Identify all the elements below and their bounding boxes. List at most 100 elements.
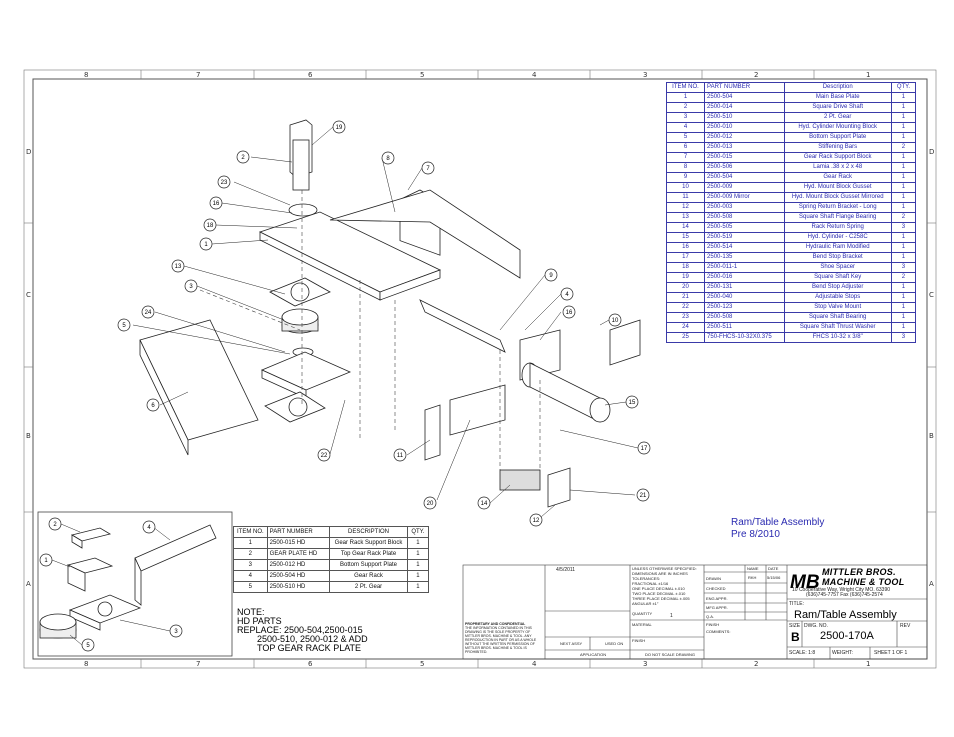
tb-title: Ram/Table Assembly bbox=[794, 609, 897, 621]
address-line-2: (636)745-7757 Fax (636)745-2574 bbox=[806, 592, 883, 598]
company-name-line-1: MITTLER BROS. bbox=[822, 567, 896, 577]
company-logo-mark: MB bbox=[790, 572, 820, 593]
callout-23: 23 bbox=[221, 180, 228, 186]
zone-col-1-bottom: 1 bbox=[866, 660, 871, 668]
dims-line-2: DIMENSIONS ARE IN INCHES bbox=[632, 571, 688, 576]
note-line-1: NOTE: bbox=[237, 607, 265, 617]
tb-title-label: TITLE: bbox=[789, 601, 805, 607]
zone-row-d: D bbox=[26, 148, 32, 156]
tb-finish-label-2: FINISH bbox=[632, 638, 646, 643]
callout-16b: 16 bbox=[566, 310, 573, 316]
tb-checked-label: CHECKED bbox=[706, 586, 726, 591]
hd-notes: NOTE: HD PARTS REPLACE: 2500-504,2500-01… bbox=[237, 608, 368, 653]
dims-line-4: FRACTIONAL ±1/16 bbox=[632, 581, 669, 586]
callout-4: 4 bbox=[565, 292, 569, 298]
tb-comments-label: COMMENTS: bbox=[706, 629, 731, 634]
tb-material-label: MATERIAL bbox=[632, 622, 652, 627]
callout-19: 19 bbox=[336, 125, 343, 131]
hd-table-row-cell-2: 2 Pt. Gear bbox=[329, 581, 408, 593]
callout-3: 3 bbox=[189, 284, 193, 290]
tb-dwg-no: 2500-170A bbox=[820, 630, 874, 642]
zone-row-c: C bbox=[26, 291, 31, 299]
dims-line-8: ANGULAR ±1° bbox=[632, 601, 659, 606]
tb-mfg-appr-label: MFG APPR. bbox=[706, 605, 728, 610]
callout-14: 14 bbox=[481, 501, 488, 507]
zone-col-2: 2 bbox=[754, 71, 759, 79]
proprietary-title: PROPRIETARY AND CONFIDENTIAL bbox=[465, 622, 526, 626]
tb-size-label: SIZE bbox=[789, 623, 801, 629]
company-name-line-2: MACHINE & TOOL bbox=[822, 577, 905, 587]
dims-line-3: TOLERANCES: bbox=[632, 576, 661, 581]
callout-10: 10 bbox=[612, 318, 619, 324]
dims-line-5: ONE PLACE DECIMAL ±.010 bbox=[632, 586, 685, 591]
callout-7: 7 bbox=[426, 166, 430, 172]
address-line-1: 10 Cooperative Way, Wright City MO. 6339… bbox=[792, 587, 891, 593]
zone-col-3-bottom: 3 bbox=[643, 660, 648, 668]
zone-col-2-bottom: 2 bbox=[754, 660, 759, 668]
parts-table-row-cell-3: 3 bbox=[890, 332, 917, 343]
tb-finish-label: FINISH bbox=[706, 622, 720, 627]
note-line-5: TOP GEAR RACK PLATE bbox=[257, 643, 362, 653]
hd-callout-5: 5 bbox=[86, 643, 90, 649]
callout-15: 15 bbox=[629, 400, 636, 406]
note-line-4: 2500-510, 2500-012 & ADD bbox=[257, 634, 368, 644]
assembly-title-line-2: Pre 8/2010 bbox=[731, 529, 780, 540]
tb-dims-block: UNLESS OTHERWISE SPECIFIED: DIMENSIONS A… bbox=[632, 566, 697, 606]
tb-quantity-label: QUANTITY bbox=[632, 611, 653, 616]
zone-col-7-bottom: 7 bbox=[196, 660, 201, 668]
hd-callout-4: 4 bbox=[147, 525, 151, 531]
zone-row-c-right: C bbox=[929, 291, 934, 299]
tb-name-label: NAME bbox=[747, 566, 759, 571]
tb-next-assy: NEXT ASSY bbox=[560, 641, 583, 646]
company-address: 10 Cooperative Way, Wright City MO. 6339… bbox=[792, 588, 890, 598]
zone-row-b-right: B bbox=[929, 432, 934, 440]
dims-line-1: UNLESS OTHERWISE SPECIFIED: bbox=[632, 566, 697, 571]
tb-weight: WEIGHT: bbox=[832, 650, 853, 656]
hd-callout-1: 1 bbox=[44, 558, 48, 564]
tb-dwg-label: DWG. NO. bbox=[804, 623, 828, 629]
tb-scale: SCALE: 1:8 bbox=[789, 650, 816, 656]
tb-drawn-label: DRAWN bbox=[706, 576, 721, 581]
note-line-3: REPLACE: 2500-504,2500-015 bbox=[237, 625, 363, 635]
tb-date-label: DATE bbox=[768, 566, 779, 571]
zone-row-a-right: A bbox=[929, 580, 934, 588]
callout-22: 22 bbox=[321, 453, 328, 459]
callout-12: 12 bbox=[533, 518, 540, 524]
zone-row-d-right: D bbox=[929, 148, 935, 156]
callout-21: 21 bbox=[640, 493, 647, 499]
proprietary-text: THE INFORMATION CONTAINED IN THIS DRAWIN… bbox=[465, 626, 537, 654]
callout-24: 24 bbox=[145, 310, 152, 316]
zone-col-6-bottom: 6 bbox=[308, 660, 313, 668]
zone-col-5-bottom: 5 bbox=[420, 660, 425, 668]
zone-col-4-bottom: 4 bbox=[532, 660, 537, 668]
tb-quantity: 1 bbox=[670, 613, 673, 619]
tb-size: B bbox=[791, 630, 800, 644]
zone-col-1: 1 bbox=[866, 71, 871, 79]
callout-13: 13 bbox=[175, 264, 182, 270]
tb-application: APPLICATION bbox=[580, 652, 607, 657]
tb-drawn-date: 5/15/06 bbox=[767, 575, 781, 580]
callout-8: 8 bbox=[386, 156, 390, 162]
hd-callout-2: 2 bbox=[53, 522, 57, 528]
assembly-title: Ram/Table Assembly Pre 8/2010 bbox=[731, 517, 824, 541]
tb-sheet: SHEET 1 OF 1 bbox=[874, 650, 908, 656]
callout-2: 2 bbox=[241, 155, 245, 161]
zone-col-7: 7 bbox=[196, 71, 201, 79]
assembly-title-line-1: Ram/Table Assembly bbox=[731, 517, 825, 528]
tb-do-not-scale: DO NOT SCALE DRAWING bbox=[645, 652, 696, 657]
callout-6: 6 bbox=[151, 403, 155, 409]
tb-eng-appr-label: ENG APPR. bbox=[706, 596, 728, 601]
hd-callout-3: 3 bbox=[174, 629, 178, 635]
callout-5: 5 bbox=[122, 323, 126, 329]
